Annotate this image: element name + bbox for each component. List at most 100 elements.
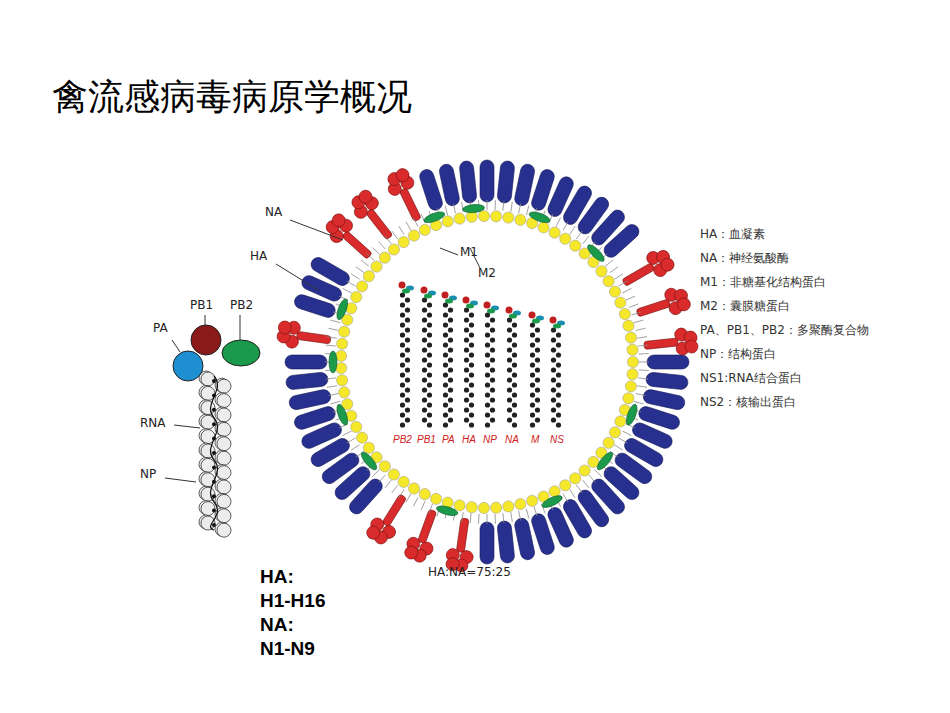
drawn-shape — [556, 352, 561, 357]
drawn-shape — [532, 319, 540, 324]
drawn-shape — [632, 312, 642, 315]
drawn-shape — [392, 231, 398, 239]
drawn-shape — [609, 427, 620, 438]
drawn-shape — [400, 302, 405, 307]
drawn-shape — [512, 322, 517, 327]
drawn-shape — [487, 514, 488, 524]
drawn-shape — [379, 242, 386, 249]
drawn-shape — [464, 377, 469, 382]
drawn-shape — [540, 493, 563, 510]
drawn-shape — [494, 514, 496, 524]
drawn-shape — [363, 442, 374, 453]
drawn-shape — [423, 210, 446, 225]
drawn-shape — [551, 357, 556, 362]
drawn-shape — [490, 377, 495, 382]
drawn-shape — [347, 438, 356, 443]
drawn-shape — [443, 372, 448, 377]
drawn-shape — [469, 362, 474, 367]
drawn-shape — [405, 417, 410, 422]
definition-note: M1：非糖基化结构蛋白 — [700, 276, 826, 290]
segment-name: PB1 — [417, 434, 436, 446]
drawn-shape — [605, 260, 613, 266]
ha-spike — [288, 388, 332, 410]
drawn-shape — [442, 216, 453, 227]
ha-spike — [285, 372, 328, 390]
drawn-shape — [427, 322, 432, 327]
drawn-shape — [639, 362, 649, 363]
drawn-shape — [596, 266, 607, 277]
part-name: M1 — [460, 246, 478, 260]
drawn-shape — [623, 393, 634, 404]
drawn-shape — [448, 407, 453, 412]
drawn-shape — [421, 501, 425, 510]
drawn-shape — [427, 392, 432, 397]
drawn-shape — [507, 337, 512, 342]
drawn-shape — [530, 392, 535, 397]
drawn-shape — [217, 408, 231, 422]
drawn-shape — [466, 304, 474, 309]
drawn-shape — [638, 378, 648, 379]
drawn-shape — [535, 417, 540, 422]
drawn-shape — [469, 312, 474, 317]
drawn-shape — [556, 412, 561, 417]
drawn-shape — [361, 260, 369, 266]
drawn-shape — [335, 403, 350, 426]
definition-note: HA：血凝素 — [700, 228, 765, 242]
drawn-shape — [507, 417, 512, 422]
drawn-shape — [459, 160, 477, 203]
drawn-shape — [615, 297, 626, 308]
drawn-shape — [469, 392, 474, 397]
na-spike — [444, 517, 478, 574]
drawn-shape — [549, 227, 560, 238]
drawn-shape — [526, 206, 529, 216]
drawn-shape — [329, 211, 347, 229]
drawn-shape — [413, 497, 418, 506]
drawn-shape — [469, 402, 474, 407]
drawn-shape — [427, 342, 432, 347]
drawn-shape — [503, 513, 504, 523]
matrix-protein — [540, 493, 563, 510]
leader-lines — [165, 220, 480, 482]
drawn-shape — [622, 431, 631, 436]
drawn-shape — [645, 372, 688, 390]
drawn-shape — [528, 210, 551, 225]
drawn-shape — [485, 322, 490, 327]
drawn-shape — [424, 294, 432, 299]
drawn-shape — [448, 367, 453, 372]
drawn-shape — [372, 247, 379, 254]
drawn-shape — [367, 254, 374, 261]
drawn-shape — [443, 322, 448, 327]
drawn-shape — [379, 461, 390, 472]
drawn-shape — [512, 422, 517, 427]
drawn-shape — [570, 226, 575, 234]
drawn-shape — [513, 517, 535, 561]
segment-name: HA — [462, 434, 476, 446]
drawn-shape — [610, 267, 618, 273]
drawn-shape — [637, 337, 647, 339]
drawn-shape — [485, 362, 490, 367]
drawn-shape — [201, 487, 215, 501]
drawn-shape — [527, 495, 538, 506]
na-spike — [643, 326, 699, 358]
drawn-shape — [445, 206, 448, 216]
drawn-shape — [464, 357, 469, 362]
drawn-shape — [484, 302, 491, 309]
drawn-shape — [339, 326, 350, 337]
drawn-shape — [636, 394, 646, 396]
drawn-shape — [507, 407, 512, 412]
drawn-shape — [405, 347, 410, 352]
drawn-shape — [490, 337, 495, 342]
drawn-shape — [329, 351, 337, 373]
drawn-shape — [556, 392, 561, 397]
drawn-shape — [535, 347, 540, 352]
drawn-shape — [217, 480, 231, 494]
drawn-shape — [469, 322, 474, 327]
drawn-shape — [503, 212, 514, 223]
drawn-shape — [644, 338, 679, 350]
drawn-shape — [594, 469, 601, 476]
drawn-shape — [556, 382, 561, 387]
drawn-shape — [627, 356, 638, 367]
drawn-shape — [506, 307, 513, 314]
drawn-shape — [503, 501, 514, 512]
drawn-shape — [400, 362, 405, 367]
